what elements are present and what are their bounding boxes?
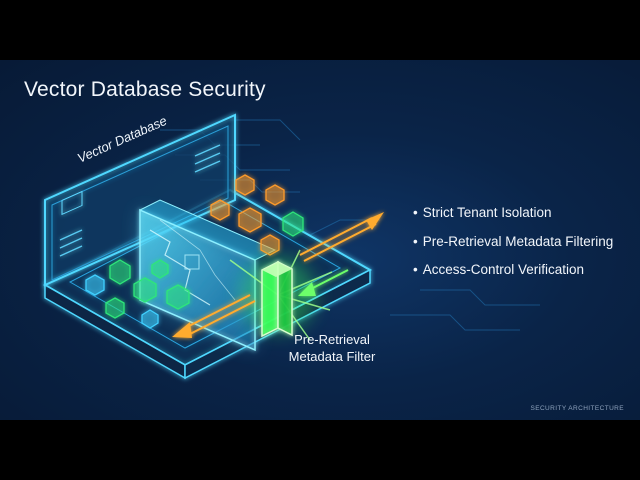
slide-title: Vector Database Security [24, 78, 266, 101]
polyhedron-nodes-icon [85, 174, 304, 329]
vector-database-illustration [42, 113, 540, 380]
bullet-list: Strict Tenant Isolation Pre-Retrieval Me… [413, 205, 614, 291]
double-arrows-icon [172, 212, 384, 338]
bullet-item: Pre-Retrieval Metadata Filtering [413, 234, 614, 263]
filter-label-line1: Pre-Retrieval [294, 332, 370, 347]
filter-gate-icon [229, 249, 333, 341]
filter-label-line2: Metadata Filter [288, 349, 376, 364]
slide-footer: SECURITY ARCHITECTURE [530, 405, 624, 412]
bullet-item: Strict Tenant Isolation [413, 205, 613, 234]
database-panel-icon [44, 113, 236, 287]
slide: Vector Database Security Vector Database… [0, 60, 640, 420]
bullet-item: Access-Control Verification [413, 262, 613, 291]
filter-label: Pre-Retrieval Metadata Filter [286, 331, 378, 365]
